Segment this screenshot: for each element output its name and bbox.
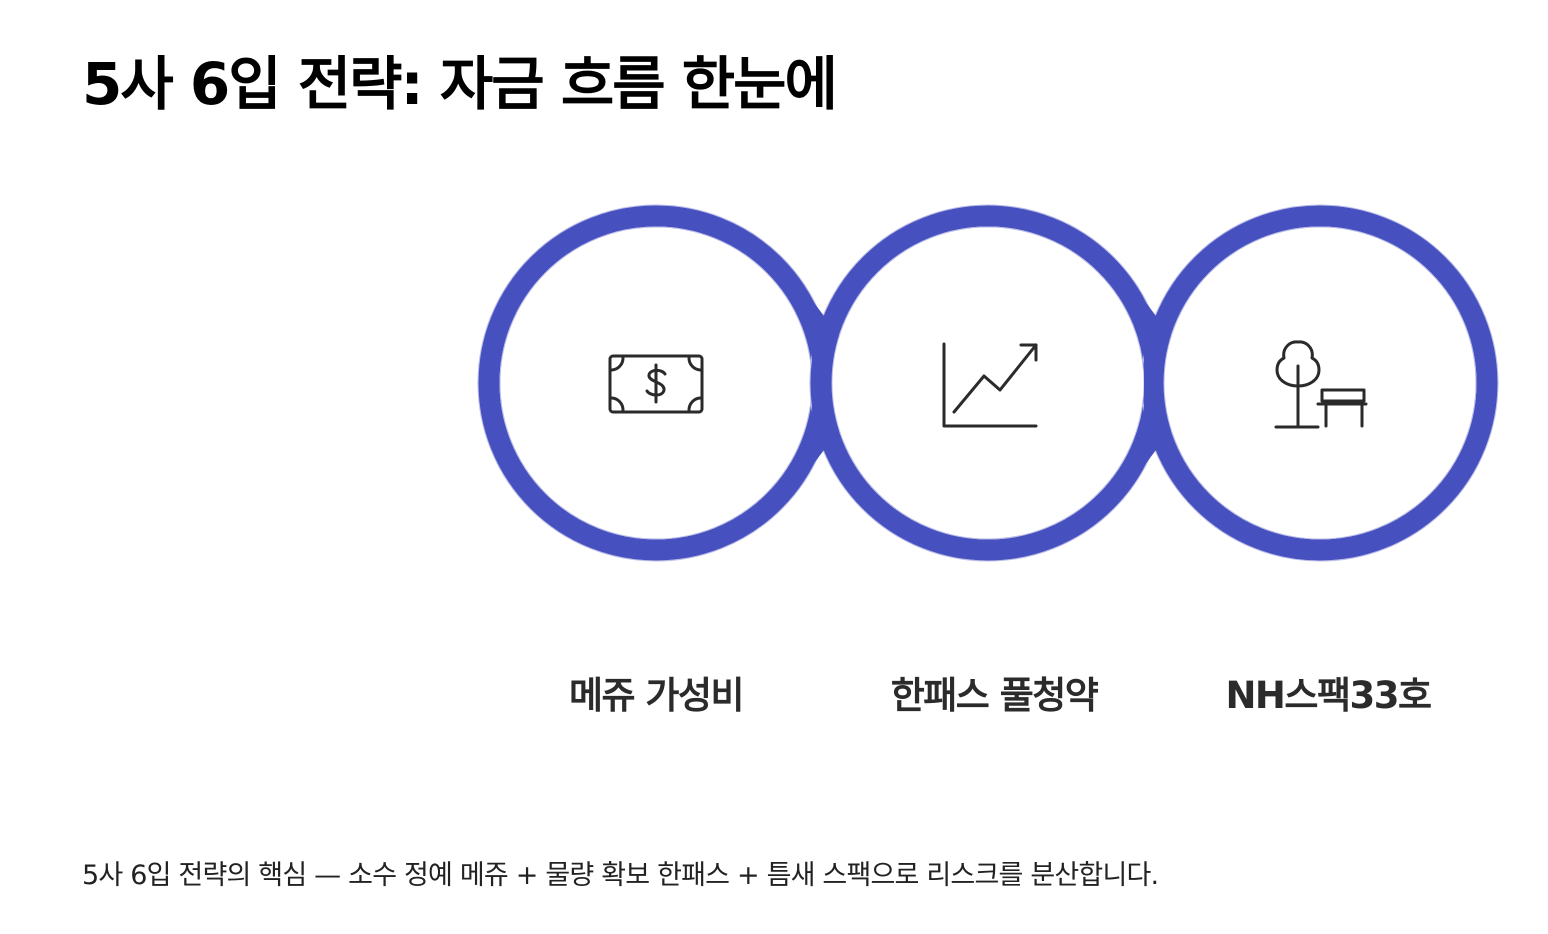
page-title: 5사 6입 전략: 자금 흐름 한눈에 bbox=[82, 50, 838, 118]
trend-up-chart-icon bbox=[942, 342, 1038, 428]
step-label-2: 한패스 풀청약 bbox=[890, 674, 1099, 717]
flow-arrow-2 bbox=[1144, 226, 1477, 540]
step-label-1: 메쥬 가성비 bbox=[568, 674, 745, 717]
summary-text: 5사 6입 전략의 핵심 — 소수 정예 메쥬 + 물량 확보 한패스 + 틈새… bbox=[82, 860, 1159, 891]
money-bill-icon bbox=[608, 354, 704, 414]
flow-arrow-1 bbox=[812, 226, 1145, 540]
tree-bench-icon bbox=[1274, 340, 1368, 429]
step-label-3: NH스팩33호 bbox=[1225, 674, 1432, 717]
